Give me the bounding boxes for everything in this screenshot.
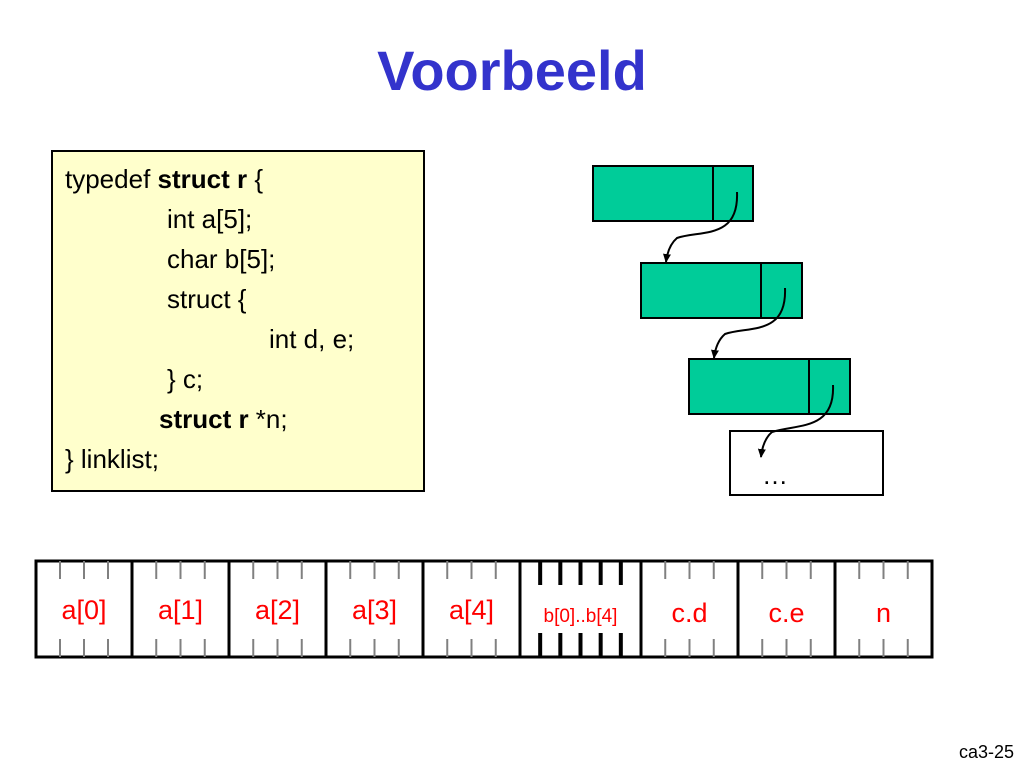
memory-cell-1: a[1] bbox=[158, 595, 203, 625]
code-text: typedef bbox=[65, 164, 158, 194]
memory-cell-4: a[4] bbox=[449, 595, 494, 625]
slide-number: ca3-25 bbox=[958, 742, 1014, 762]
code-block: typedef struct r { int a[5]; char b[5]; … bbox=[51, 150, 425, 492]
ellipsis-text: … bbox=[762, 460, 788, 490]
code-line-7: struct r *n; bbox=[159, 404, 288, 434]
code-line-3: char b[5]; bbox=[167, 244, 276, 274]
memory-cell-6: c.d bbox=[671, 598, 707, 628]
pointer-arrow-1 bbox=[663, 191, 739, 263]
memory-cell-2: a[2] bbox=[255, 595, 300, 625]
list-node-2 bbox=[640, 262, 803, 319]
list-node-next: … bbox=[729, 430, 884, 496]
memory-cell-8: n bbox=[876, 598, 891, 628]
memory-cell-3: a[3] bbox=[352, 595, 397, 625]
code-line-8: } linklist; bbox=[65, 444, 159, 474]
code-keyword: struct r bbox=[159, 404, 249, 434]
code-text: { bbox=[247, 164, 264, 194]
memory-strip-border bbox=[34, 559, 934, 659]
code-line-4: struct { bbox=[167, 284, 247, 314]
code-line-5: int d, e; bbox=[269, 324, 355, 354]
pointer-arrow-2 bbox=[711, 287, 787, 359]
code-keyword: struct r bbox=[157, 164, 248, 194]
code-line-6: } c; bbox=[167, 364, 204, 394]
code-line-1: typedef struct r { bbox=[65, 164, 263, 194]
memory-cell-7: c.e bbox=[768, 598, 804, 628]
memory-cell-0: a[0] bbox=[61, 595, 106, 625]
list-node-1 bbox=[592, 165, 754, 222]
code-text: *n; bbox=[248, 404, 288, 434]
label-background bbox=[522, 593, 639, 633]
pointer-arrow-3 bbox=[757, 384, 835, 458]
memory-cell-5: b[0]..b[4] bbox=[544, 606, 618, 627]
list-node-3 bbox=[688, 358, 851, 415]
code-line-2: int a[5]; bbox=[167, 204, 253, 234]
slide-title: Voorbeeld bbox=[377, 39, 647, 102]
